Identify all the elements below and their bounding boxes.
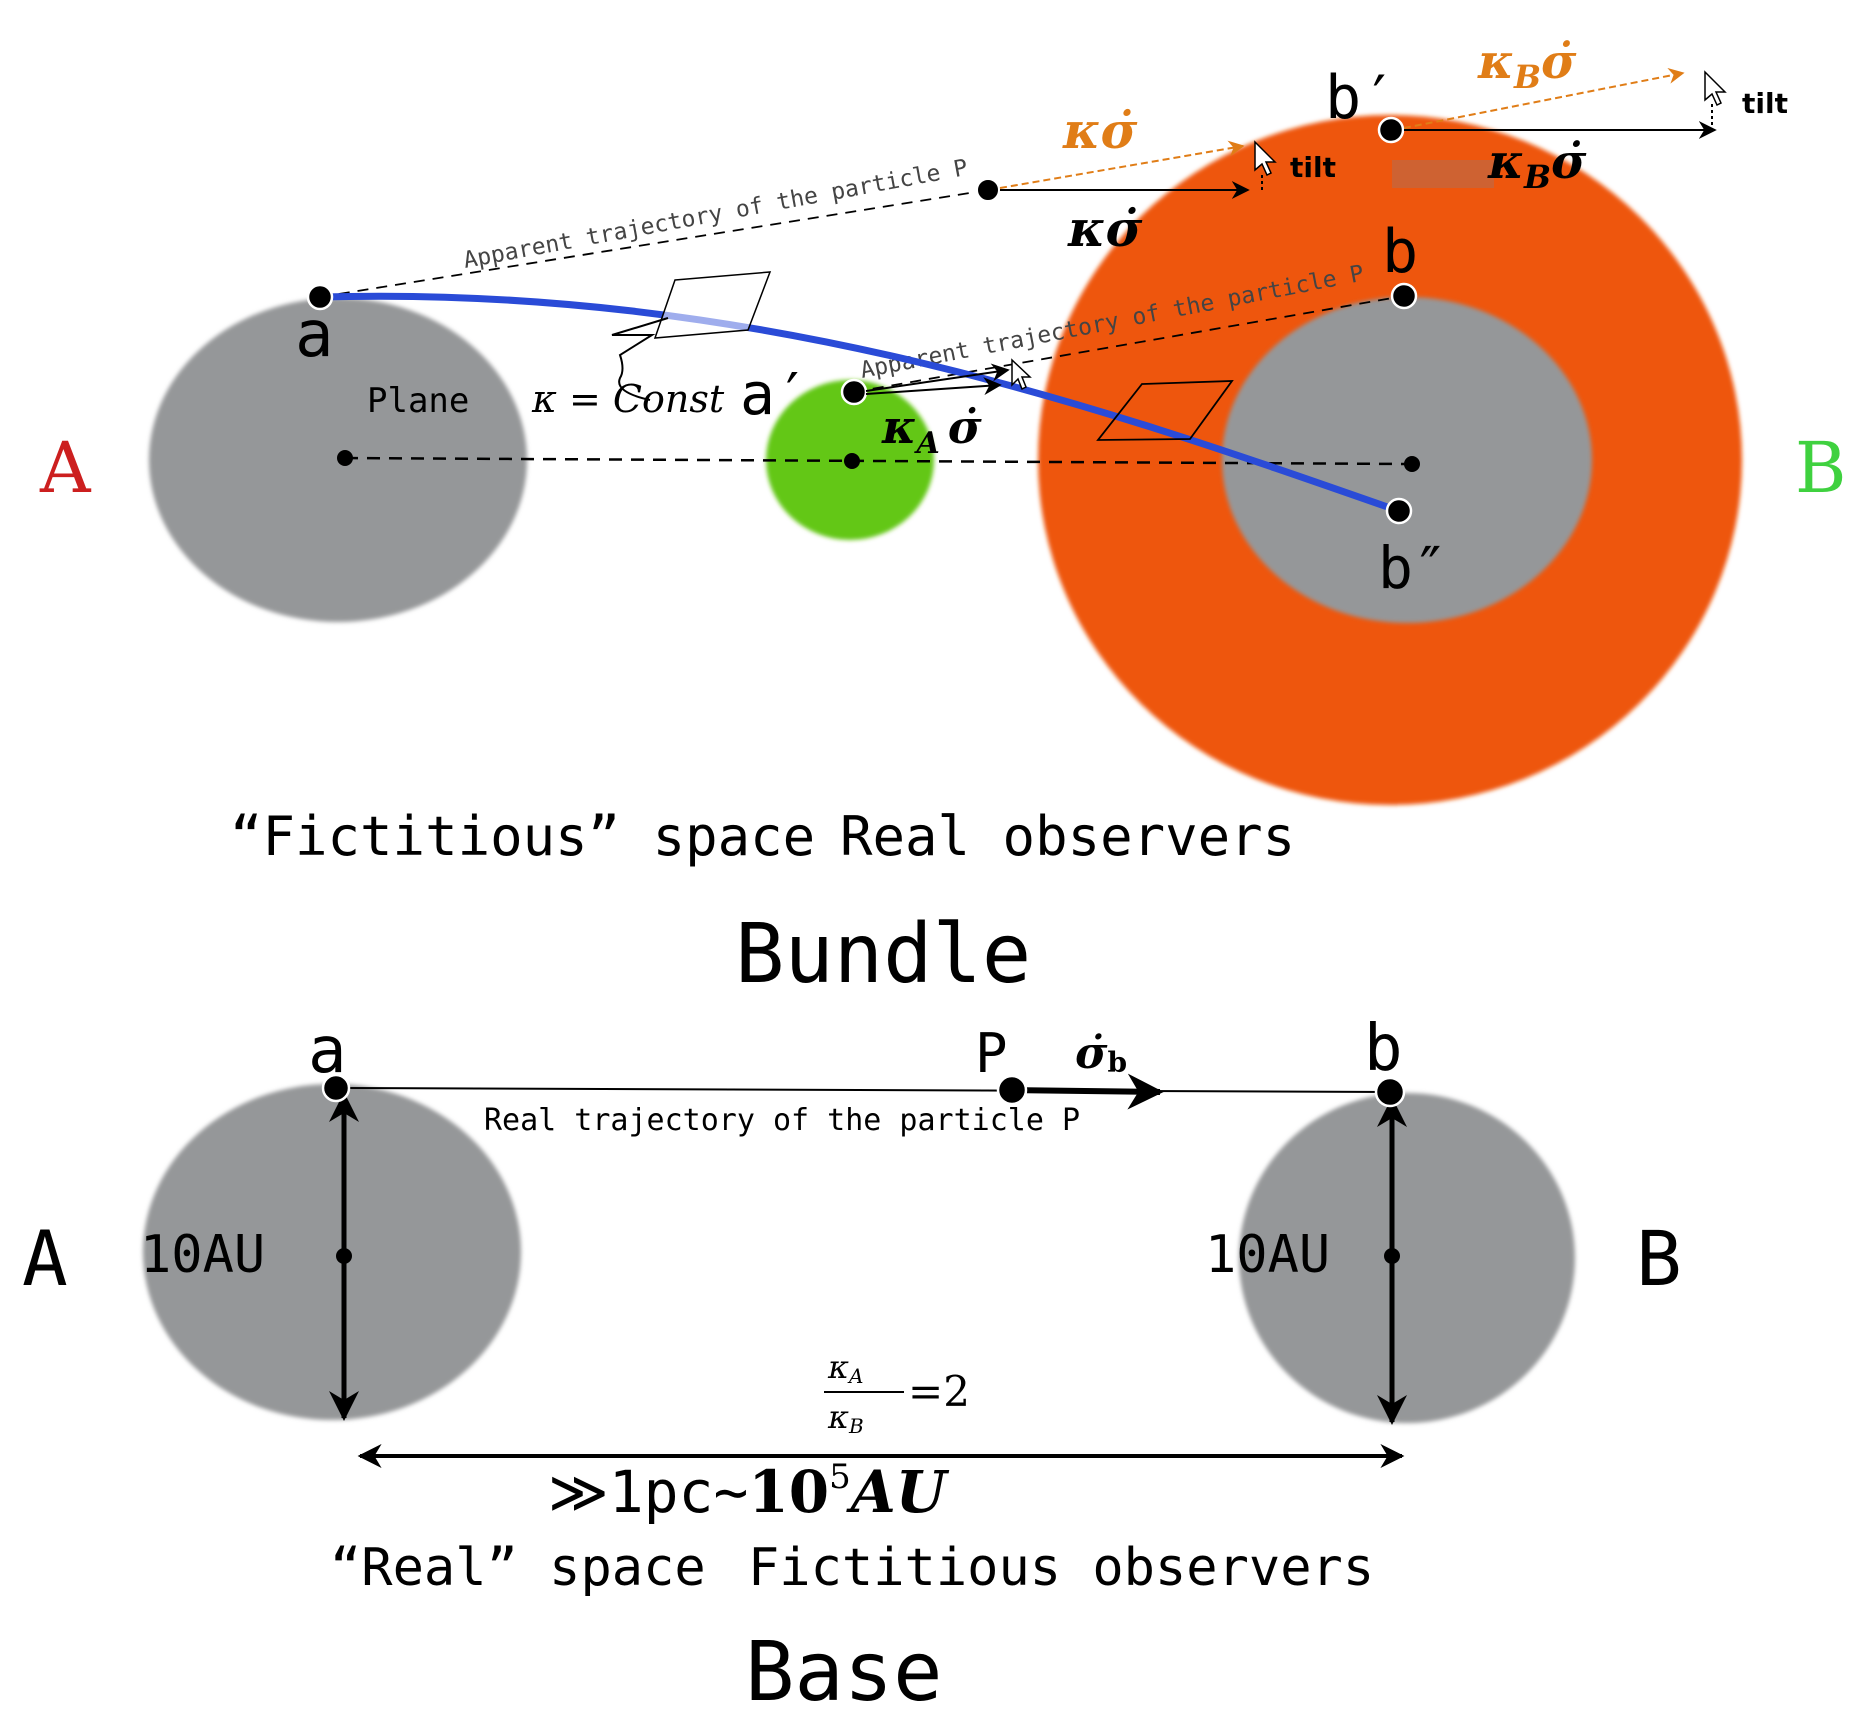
kappaB-sigma-black-label: κBσ̇ (1487, 134, 1587, 196)
distance-unit: AU (846, 1458, 950, 1526)
point-a (306, 283, 334, 311)
plane-glyph-1 (653, 271, 772, 339)
kappaA-arrow-2 (865, 377, 1002, 396)
blue-path-curve (319, 292, 1401, 515)
ratio-denominator: κB (827, 1398, 864, 1438)
ratio-num-sub: A (847, 1364, 863, 1388)
bundle-caption-right: Real observers (840, 805, 1295, 868)
center-dot-A-prime (844, 453, 860, 469)
base-title: Base (745, 1625, 942, 1720)
point-b-double-prime (1385, 497, 1413, 525)
distance-number: 10 (748, 1458, 829, 1526)
kappaA-sigma-kappa: κ (881, 400, 916, 454)
sigma-b-symbol: σ̇ (1075, 1028, 1108, 1079)
tilt-cursor-1 (1254, 140, 1277, 177)
distance-exponent: 5 (829, 1457, 851, 1497)
tilt-label-1: tilt (1290, 151, 1336, 184)
base-label-point-a: a (308, 1014, 347, 1088)
sigma-b-arrow (1009, 1073, 1164, 1110)
ratio-den-sub: B (848, 1414, 864, 1438)
apparent-trajectory-upper (319, 189, 989, 298)
ratio-numerator: κA (827, 1348, 863, 1388)
point-b (1390, 282, 1418, 310)
diameter-label-B: 10AU (1205, 1225, 1330, 1285)
base-label-B: B (1636, 1214, 1682, 1303)
plane-pointer-squiggle (611, 317, 669, 401)
plane-label: Plane (367, 381, 469, 421)
point-a-prime (840, 378, 868, 406)
kappaB-sigma-black-sub: B (1523, 158, 1551, 196)
base-label-point-P: P (975, 1022, 1008, 1085)
label-A-bundle: A (39, 427, 92, 509)
point-P-apparent (976, 178, 1000, 202)
ratio-value: =2 (908, 1367, 970, 1416)
kappaB-sigma-orange-sub: B (1513, 58, 1541, 96)
base-label-point-b: b (1364, 1012, 1403, 1086)
kappaB-sigma-black-kappa: κ (1487, 134, 1524, 190)
kappaA-sigma-sub: A (913, 426, 939, 461)
label-point-a: a (295, 298, 334, 372)
kappa-sigma-orange-arrow (999, 140, 1245, 189)
base-center-dot-A (336, 1248, 352, 1264)
apparent-trajectory-label-upper: Apparent trajectory of the particle P (461, 155, 970, 274)
kappaA-cursor (1011, 358, 1032, 391)
tilt-label-2: tilt (1742, 87, 1788, 120)
base-point-b (1374, 1076, 1406, 1108)
base-caption-right: Fictitious observers (748, 1538, 1374, 1598)
kappa-sigma-black-label: κσ̇ (1067, 199, 1142, 258)
bundle-title: Bundle (735, 907, 1031, 1002)
kappaB-sigma-orange-kappa: κ (1477, 34, 1514, 90)
kappaB-sigma-orange-arrow (1403, 67, 1685, 129)
base-body-B (1239, 1093, 1575, 1423)
center-dot-B (1404, 456, 1420, 472)
base-label-A: A (22, 1214, 68, 1303)
kappaB-sigma-orange-sigma: σ̇ (1541, 34, 1577, 90)
kappaA-arrow-1 (865, 363, 1010, 392)
diameter-label-A: 10AU (140, 1225, 265, 1285)
centerline-dashed (344, 456, 1413, 466)
kappaA-sigma-sigma: σ̇ (948, 400, 982, 454)
bundle-diagram: Apparent trajectory of the particle P Ap… (39, 34, 1846, 1002)
base-point-a (321, 1073, 351, 1103)
sigma-b-sub: b (1107, 1046, 1127, 1079)
label-point-a-prime: a′ (740, 360, 810, 428)
real-trajectory-line (337, 1087, 1391, 1093)
sigma-b-label: σ̇b (1075, 1028, 1127, 1079)
center-dot-A (337, 450, 353, 466)
label-point-b: b (1382, 217, 1418, 287)
label-B-bundle: B (1795, 427, 1846, 509)
bundle-caption-left: “Fictitious” space (230, 805, 815, 868)
base-caption-left: “Real” space (330, 1538, 706, 1598)
kappaB-sigma-black-sigma: σ̇ (1551, 134, 1587, 190)
real-trajectory-label: Real trajectory of the particle P (484, 1103, 1080, 1138)
apparent-trajectory-lower (853, 295, 1405, 393)
base-point-P (996, 1074, 1028, 1106)
distance-prefix: ≫1pc∼ (548, 1458, 748, 1526)
base-diagram: A B a P b σ̇b Real trajectory of the par… (22, 1012, 1682, 1720)
kappa-sigma-orange-label: κσ̇ (1062, 101, 1137, 160)
base-center-dot-B (1384, 1248, 1400, 1264)
ratio-den-kappa: κ (827, 1398, 849, 1436)
point-b-prime (1377, 116, 1405, 144)
tilt-cursor-2 (1704, 70, 1727, 107)
kappa-const-label: κ = Const (531, 377, 725, 421)
label-point-b-double-prime: b″ (1378, 534, 1448, 602)
plane-glyph-2 (1096, 380, 1234, 441)
label-point-b-prime: b′ (1325, 63, 1397, 133)
kappaB-label-highlight (1392, 160, 1494, 188)
distance-label: ≫1pc∼105AU (548, 1457, 950, 1526)
kappaB-sigma-orange-label: κBσ̇ (1477, 34, 1577, 96)
ratio-num-kappa: κ (827, 1348, 849, 1386)
